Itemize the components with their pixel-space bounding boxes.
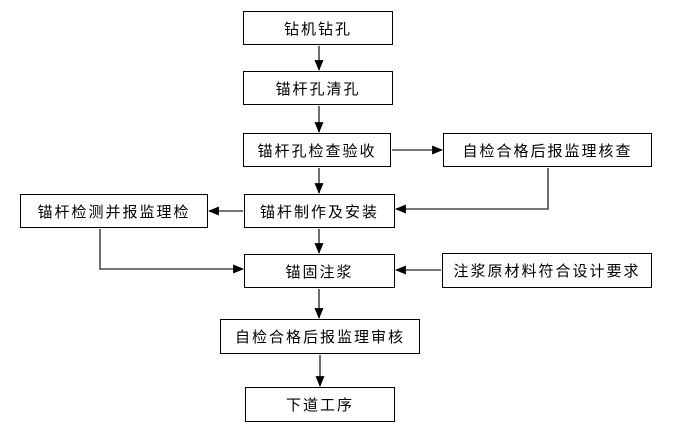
node-grouting-materials-requirement: 注浆原材料符合设计要求 bbox=[442, 253, 652, 288]
node-drill: 钻机钻孔 bbox=[243, 11, 393, 45]
node-self-check-supervisor-review: 自检合格后报监理审核 bbox=[220, 319, 420, 354]
node-anchor-fabrication-installation: 锚杆制作及安装 bbox=[244, 194, 395, 228]
arrow-test-report-to-grout bbox=[99, 229, 244, 274]
node-self-check-supervisor-verify: 自检合格后报监理核查 bbox=[443, 133, 652, 167]
node-hole-inspection: 锚杆孔检查验收 bbox=[243, 133, 391, 167]
node-anchor-grouting: 锚固注浆 bbox=[244, 254, 395, 288]
node-anchor-testing-report: 锚杆检测并报监理检 bbox=[20, 194, 208, 228]
node-hole-cleaning: 锚杆孔清孔 bbox=[243, 71, 393, 105]
arrow-report-check-to-fabricate bbox=[395, 168, 549, 214]
node-next-process: 下道工序 bbox=[245, 387, 395, 422]
